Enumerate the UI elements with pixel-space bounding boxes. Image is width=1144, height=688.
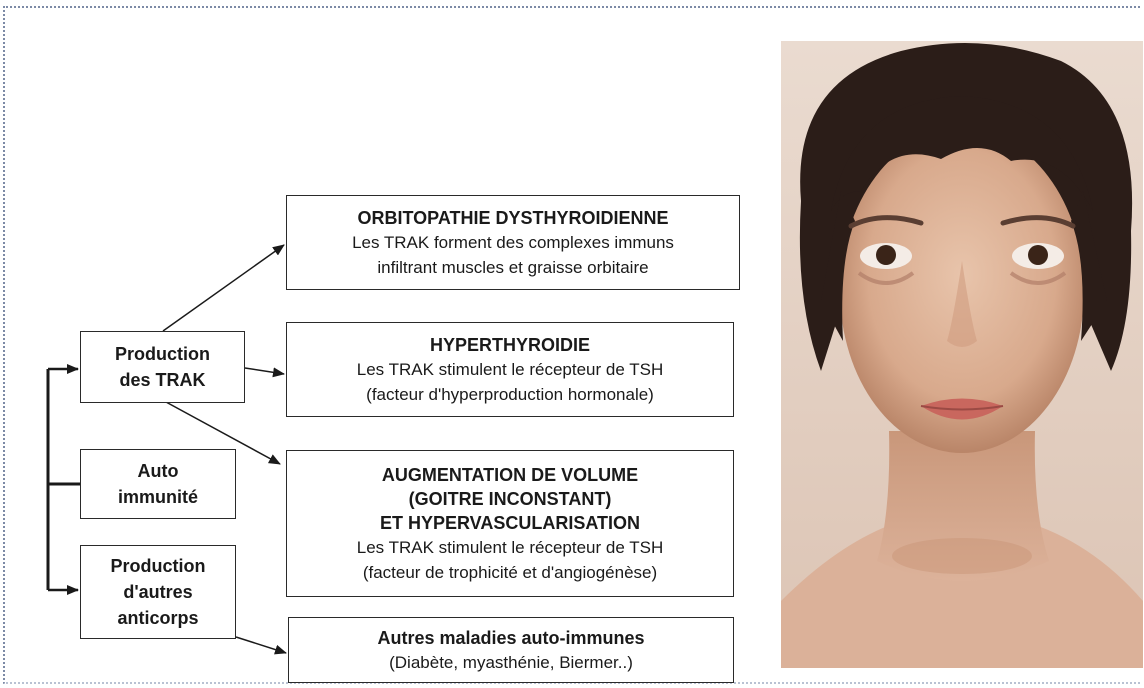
box-auto-immunite: Auto immunité: [80, 449, 236, 519]
box-hyperthyroidie: HYPERTHYROIDIE Les TRAK stimulent le réc…: [286, 322, 734, 417]
auto-immunite-label: Auto immunité: [118, 458, 198, 510]
augmentation-body: Les TRAK stimulent le récepteur de TSH (…: [357, 535, 663, 585]
arrow-to-orbitopathie: [163, 245, 284, 331]
box-augmentation-volume: AUGMENTATION DE VOLUME (GOITRE INCONSTAN…: [286, 450, 734, 597]
box-production-autres: Production d'autres anticorps: [80, 545, 236, 639]
arrow-to-hyperthyroidie: [245, 368, 284, 374]
box-production-trak: Production des TRAK: [80, 331, 245, 403]
autres-maladies-title: Autres maladies auto-immunes: [377, 626, 644, 650]
patient-portrait-photo: [781, 41, 1143, 668]
hyperthyroidie-body: Les TRAK stimulent le récepteur de TSH (…: [357, 357, 663, 407]
hyperthyroidie-title: HYPERTHYROIDIE: [430, 333, 590, 357]
box-autres-maladies: Autres maladies auto-immunes (Diabète, m…: [288, 617, 734, 683]
orbitopathie-title: ORBITOPATHIE DYSTHYROIDIENNE: [357, 206, 668, 230]
arrow-to-autres-maladies: [236, 637, 286, 653]
production-autres-label: Production d'autres anticorps: [111, 553, 206, 631]
autres-maladies-body: (Diabète, myasthénie, Biermer..): [389, 650, 633, 675]
orbitopathie-body: Les TRAK forment des complexes immuns in…: [352, 230, 674, 280]
portrait-illustration: [781, 41, 1143, 668]
box-orbitopathie: ORBITOPATHIE DYSTHYROIDIENNE Les TRAK fo…: [286, 195, 740, 290]
augmentation-title: AUGMENTATION DE VOLUME (GOITRE INCONSTAN…: [380, 463, 640, 535]
production-trak-label: Production des TRAK: [115, 341, 210, 393]
